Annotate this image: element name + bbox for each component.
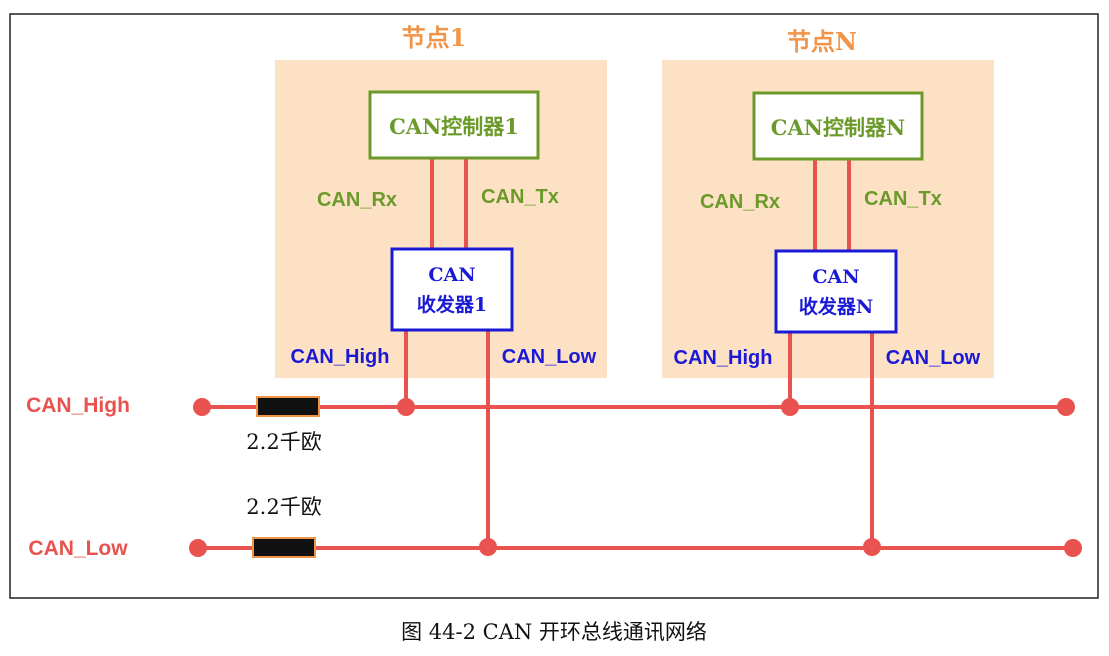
node-1-controller-box bbox=[368, 90, 540, 160]
low-bus-right-terminal bbox=[1064, 539, 1082, 557]
node-n-transceiver-line1: CAN bbox=[812, 266, 859, 288]
node-1-transceiver-line1: CAN bbox=[428, 264, 475, 286]
node-1-tx-label: CAN_Tx bbox=[481, 186, 559, 208]
high-resistor bbox=[256, 396, 320, 417]
node-n-transceiver-line2: 收发器N bbox=[799, 295, 873, 318]
node-n-tx-label: CAN_Tx bbox=[864, 188, 942, 210]
can-low-bus-label: CAN_Low bbox=[28, 537, 128, 560]
diagram-frame bbox=[9, 13, 1099, 599]
node-n-rx-label: CAN_Rx bbox=[700, 191, 780, 213]
node-1-high-junction bbox=[397, 398, 415, 416]
low-resistor-value: 2.2千欧 bbox=[246, 495, 321, 519]
node-n-low-label: CAN_Low bbox=[886, 347, 981, 369]
high-bus-left-terminal bbox=[193, 398, 211, 416]
node-1-high-label: CAN_High bbox=[291, 346, 390, 368]
node-n-transceiver-box bbox=[774, 249, 898, 334]
high-bus-right-terminal bbox=[1057, 398, 1075, 416]
node-1-controller-label: CAN控制器1 bbox=[389, 114, 519, 139]
low-bus-left-terminal bbox=[189, 539, 207, 557]
node-n-high-junction bbox=[781, 398, 799, 416]
node-n-low-junction bbox=[863, 538, 881, 556]
node-1-transceiver-box bbox=[390, 247, 514, 332]
node-1-low-junction bbox=[479, 538, 497, 556]
node-n-controller-box bbox=[752, 91, 924, 161]
high-resistor-value: 2.2千欧 bbox=[246, 430, 321, 454]
node-1-low-label: CAN_Low bbox=[502, 346, 597, 368]
node-n-high-label: CAN_High bbox=[674, 347, 773, 369]
can-high-bus-label: CAN_High bbox=[26, 394, 130, 417]
figure-caption: 图 44-2 CAN 开环总线通讯网络 bbox=[401, 620, 707, 644]
node-1-rx-label: CAN_Rx bbox=[317, 189, 397, 211]
node-n-controller-label: CAN控制器N bbox=[771, 115, 905, 140]
low-resistor bbox=[252, 537, 316, 558]
node-n-title: 节点N bbox=[787, 27, 857, 56]
node-1-title: 节点1 bbox=[402, 23, 467, 52]
node-1-transceiver-line2: 收发器1 bbox=[417, 293, 487, 316]
